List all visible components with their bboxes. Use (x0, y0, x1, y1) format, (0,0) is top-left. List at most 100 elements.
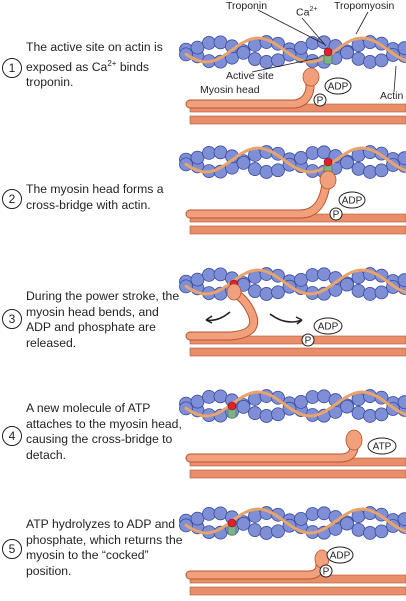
step-2: 2 The myosin head forms a cross-bridge w… (0, 122, 406, 240)
myosin-head-label: Myosin head (200, 84, 260, 96)
calcium-label: Ca2+ (296, 6, 317, 19)
actin-bead (237, 400, 250, 413)
tropomyosin-label: Tropomyosin (334, 0, 394, 12)
actin-bead (272, 54, 285, 67)
actin-bead (191, 395, 204, 408)
actin-bead (295, 151, 308, 164)
phosphate: P (305, 336, 312, 347)
myosin-neck (190, 565, 320, 575)
calcium-ion (324, 158, 332, 166)
actin-bead (364, 55, 377, 68)
actin-bead (214, 507, 227, 520)
actin-bead (295, 41, 308, 54)
actin-bead (341, 156, 354, 169)
thick-filament-lower (190, 348, 406, 356)
actin-bead (191, 41, 204, 54)
actin-bead (203, 507, 216, 520)
actin-bead (352, 162, 365, 175)
actin-bead (341, 400, 354, 413)
step-number-4: 4 (2, 426, 22, 446)
actin-bead (237, 156, 250, 169)
myosin-head (190, 430, 362, 458)
actin-bead (318, 146, 331, 159)
actin-bead (191, 512, 204, 525)
actin-bead (295, 512, 308, 525)
actin-bead (214, 390, 227, 403)
actin-bead (214, 146, 227, 159)
power-stroke-arrowhead-left (206, 316, 212, 323)
myosin-head (190, 550, 329, 575)
actin-bead (295, 395, 308, 408)
actin-bead (191, 273, 204, 286)
actin-bead (214, 268, 227, 281)
actin-bead (249, 53, 262, 66)
actin-bead (318, 268, 331, 281)
actin-bead (341, 278, 354, 291)
actin-bead (318, 390, 331, 403)
phosphate: P (323, 567, 330, 578)
step-5-description: ATP hydrolyzes to ADP and phosphate, whi… (26, 517, 186, 579)
actin-bead (295, 273, 308, 286)
actin-bead (203, 268, 216, 281)
actin-bead (318, 36, 331, 49)
actin-bead (364, 409, 377, 422)
calcium-ion (228, 402, 236, 410)
step-4-description: A new molecule of ATP attaches to the my… (26, 401, 186, 463)
step-4: 4 A new molecule of ATP attaches to the … (0, 366, 406, 484)
actin-bead (364, 287, 377, 300)
actin-bead (306, 508, 319, 521)
step-3: 3 During the power stroke, the myosin he… (0, 244, 406, 362)
actin-bead (375, 164, 388, 177)
step-2-description: The myosin head forms a cross-bridge wit… (26, 182, 186, 213)
actin-bead (260, 165, 273, 178)
actin-bead (260, 526, 273, 539)
actin-bead (352, 52, 365, 65)
actin-bead (352, 523, 365, 536)
actin-bead (352, 284, 365, 297)
step-5: 5 ATP hydrolyzes to ADP and phosphate, w… (0, 483, 406, 601)
actin-bead (375, 54, 388, 67)
actin-bead (249, 524, 262, 537)
actin-bead (364, 165, 377, 178)
myosin-neck-outline (190, 184, 326, 214)
actin-bead (352, 406, 365, 419)
actin-bead (237, 517, 250, 530)
tropomyosin-leader (356, 12, 368, 34)
actin-bead (260, 287, 273, 300)
myosin-head-globe (303, 68, 319, 86)
actin-bead (318, 507, 331, 520)
step-number-5: 5 (2, 539, 22, 559)
actin-bead (237, 46, 250, 59)
sarcomere-scene-3: ADP P (190, 244, 406, 362)
active-site-label: Active site (226, 70, 274, 82)
actin-bead (272, 408, 285, 421)
actin-bead (260, 55, 273, 68)
calcium-ion (228, 519, 236, 527)
actin-bead (272, 164, 285, 177)
myosin-head-globe (320, 171, 336, 189)
adp-molecule: ADP (342, 196, 363, 207)
adp-molecule: ADP (318, 322, 339, 333)
actin-bead (249, 285, 262, 298)
step-number-3: 3 (2, 309, 22, 329)
step-number-1: 1 (2, 58, 22, 78)
actin-bead (341, 46, 354, 59)
actin-bead (306, 269, 319, 282)
actin-bead (249, 163, 262, 176)
atp-molecule: ATP (373, 442, 392, 453)
actin-bead (203, 36, 216, 49)
actin-bead (272, 286, 285, 299)
actin-leader (394, 66, 396, 92)
myosin-head-globe (346, 430, 362, 450)
thick-filament-lower (190, 226, 406, 234)
actin-bead (272, 525, 285, 538)
thick-filament-lower (190, 470, 406, 478)
actin-bead (341, 517, 354, 530)
troponin-label: Troponin (226, 0, 267, 12)
thick-filament-lower (190, 587, 406, 595)
myosin-head-globe (227, 284, 241, 300)
power-stroke-arrow-left (206, 312, 230, 320)
actin-label: Actin (380, 90, 403, 102)
actin-bead (306, 147, 319, 160)
